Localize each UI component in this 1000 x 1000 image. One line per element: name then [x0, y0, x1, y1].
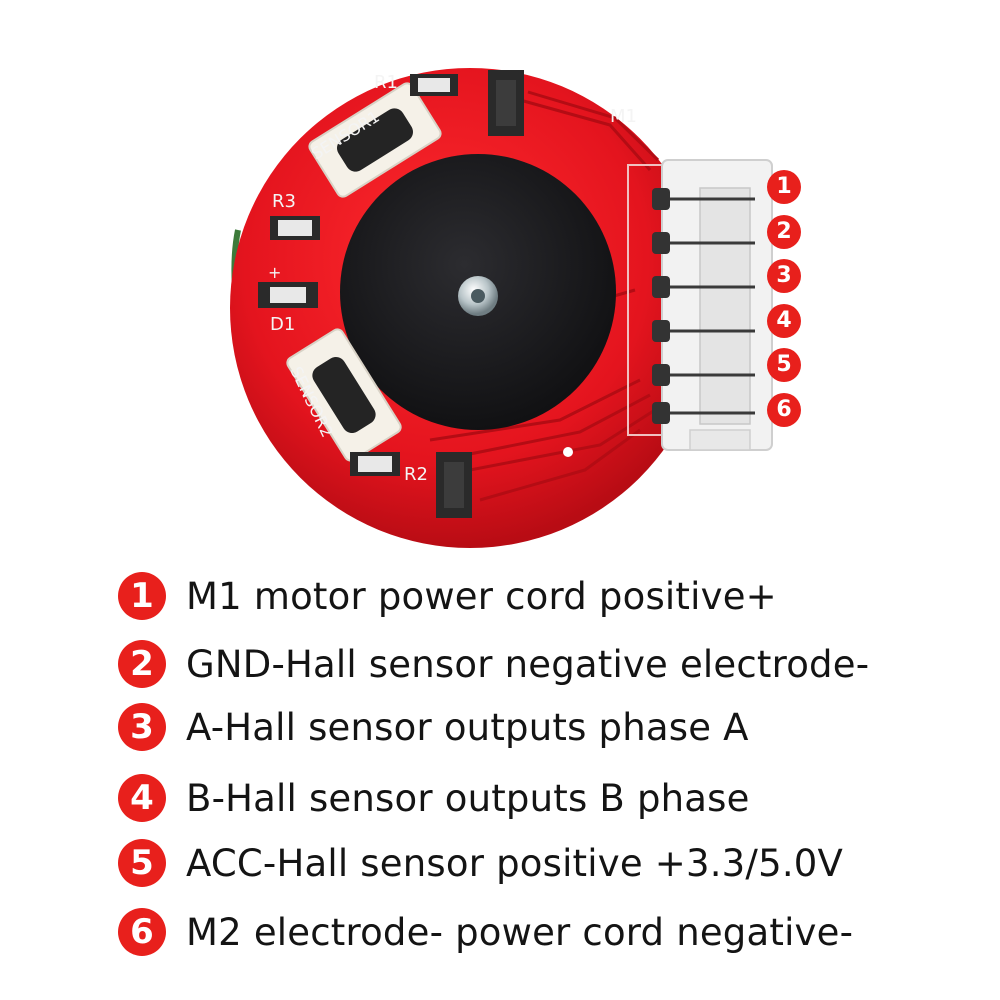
legend-item: 3 A-Hall sensor outputs phase A	[118, 699, 749, 755]
pin-badge-3: 3	[767, 259, 801, 293]
legend-number-badge: 4	[118, 774, 166, 822]
legend-item: 5 ACC-Hall sensor positive +3.3/5.0V	[118, 835, 843, 891]
silk-r3: R3	[272, 191, 296, 212]
legend-number-badge: 1	[118, 572, 166, 620]
legend-text: GND-Hall sensor negative electrode-	[186, 642, 870, 686]
six-pin-connector	[661, 159, 773, 451]
silk-d1: D1	[270, 314, 295, 335]
hall-sensor-2	[286, 328, 402, 462]
resistor-r1	[410, 74, 458, 96]
connector-pins	[652, 188, 755, 424]
pcb-traces	[429, 90, 660, 502]
legend-text: M1 motor power cord positive+	[186, 574, 777, 618]
capacitor-top	[488, 70, 524, 136]
legend-number-badge: 5	[118, 839, 166, 887]
legend-text: M2 electrode- power cord negative-	[186, 910, 854, 954]
silk-r1: R1	[374, 72, 398, 93]
pin-badge-5: 5	[767, 348, 801, 382]
pin-badge-1: 1	[767, 170, 801, 204]
legend-item: 4 B-Hall sensor outputs B phase	[118, 770, 750, 826]
resistor-r3	[270, 216, 320, 240]
legend-text: ACC-Hall sensor positive +3.3/5.0V	[186, 841, 844, 885]
legend-number-badge: 6	[118, 908, 166, 956]
legend-item: 1 M1 motor power cord positive+	[118, 568, 777, 624]
legend-number-badge: 2	[118, 640, 166, 688]
pin-badge-6: 6	[767, 393, 801, 427]
resistor-r2	[350, 452, 400, 476]
legend-item: 6 M2 electrode- power cord negative-	[118, 904, 853, 960]
led-d1	[258, 282, 318, 308]
hall-sensor-1	[308, 82, 442, 198]
silk-r2: R2	[404, 464, 428, 485]
legend-text: A-Hall sensor outputs phase A	[186, 705, 749, 749]
encoder-board-photo: R1 R3 + D1 R2 M1 SENSOR1 SENSOR2	[230, 68, 773, 548]
silk-m1: M1	[610, 106, 637, 127]
via-hole	[563, 447, 573, 457]
legend-text: B-Hall sensor outputs B phase	[186, 776, 750, 820]
legend-number-badge: 3	[118, 703, 166, 751]
silk-plus: +	[268, 263, 281, 282]
pin-badge-4: 4	[767, 304, 801, 338]
capacitor-bottom	[436, 452, 472, 518]
pin-badge-2: 2	[767, 215, 801, 249]
legend-item: 2 GND-Hall sensor negative electrode-	[118, 636, 869, 692]
shaft-center	[471, 289, 485, 303]
